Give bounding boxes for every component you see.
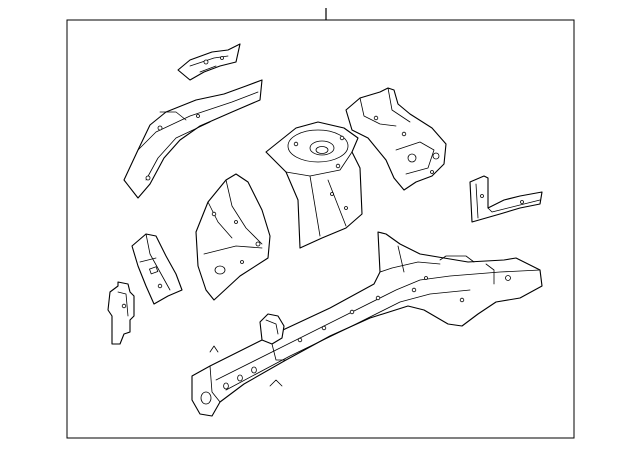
upper-rail-reinforcement — [123, 79, 263, 199]
rear-angle-bracket — [469, 175, 543, 223]
rear-wheelhouse-panel — [345, 87, 447, 191]
main-frame-rail — [191, 231, 543, 417]
diagram-frame — [66, 19, 575, 439]
apron-inner-panel — [195, 173, 271, 301]
shock-tower — [265, 121, 363, 249]
front-mounting-plate — [107, 281, 135, 345]
small-side-bracket — [131, 233, 183, 305]
top-gusset-bracket — [177, 43, 241, 81]
